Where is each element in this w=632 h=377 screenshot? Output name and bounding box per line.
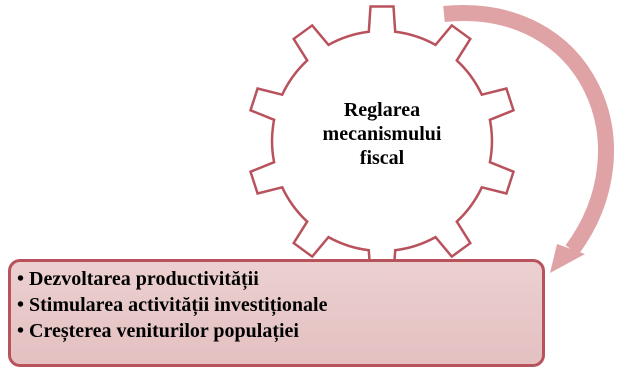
outcomes-list: •Dezvoltarea productivității •Stimularea… [11,262,542,344]
bullet-icon: • [17,320,25,342]
outcome-label: Creșterea veniturilor populației [29,320,299,342]
bullet-icon: • [17,268,25,290]
outcome-item-productivity: •Dezvoltarea productivității [17,266,542,292]
outcome-item-income: •Creșterea veniturilor populației [17,318,542,344]
outcomes-box: •Dezvoltarea productivității •Stimularea… [8,259,545,367]
gear-label: Reglarea mecanismului fiscal [318,98,446,170]
gear-label-line-2: mecanismului [322,123,442,145]
outcome-item-investment: •Stimularea activității investiționale [17,292,542,318]
bullet-icon: • [17,294,25,316]
gear-label-line-1: Reglarea [343,99,421,121]
cycle-arrowhead [550,244,585,273]
gear-shape [248,5,516,277]
outcome-label: Dezvoltarea productivității [29,268,259,290]
gear-label-line-3: fiscal [359,147,405,169]
outcome-label: Stimularea activității investiționale [29,294,328,316]
cycle-arrow [443,5,614,255]
